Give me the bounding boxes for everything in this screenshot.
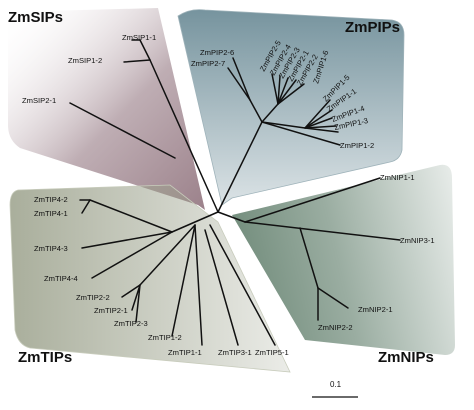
tip-clade-region: [9, 184, 291, 373]
tree-branches: [69, 39, 401, 346]
leaf-label: ZmPIP2-6: [200, 48, 234, 57]
leaf-label: ZmNIP2-2: [318, 323, 353, 332]
leaf-label: ZmTIP4-3: [34, 244, 68, 253]
leaf-label: ZmTIP2-1: [94, 306, 128, 315]
leaf-label: ZmNIP1-1: [380, 173, 415, 182]
leaf-label: ZmNIP2-1: [358, 305, 393, 314]
leaf-label: ZmTIP4-2: [34, 195, 68, 204]
group-label-tip: ZmTIPs: [18, 349, 72, 366]
leaf-label: ZmTIP4-4: [44, 274, 78, 283]
group-label-nip: ZmNIPs: [378, 349, 434, 366]
leaf-label: ZmNIP3-1: [400, 236, 435, 245]
pip-clade-region: [177, 9, 405, 206]
scale-bar-label: 0.1: [330, 380, 342, 389]
leaf-label: ZmTIP1-1: [168, 348, 202, 357]
leaf-label: ZmTIP3-1: [218, 348, 252, 357]
leaf-label: ZmTIP5-1: [255, 348, 289, 357]
leaf-label: ZmPIP2-7: [191, 59, 225, 68]
leaf-label: ZmPIP1-2: [340, 141, 374, 150]
group-label-pip: ZmPIPs: [345, 19, 400, 36]
group-label-sip: ZmSIPs: [8, 9, 63, 26]
leaf-label: ZmSIP1-2: [68, 56, 102, 65]
leaf-label: ZmSIP2-1: [22, 96, 56, 105]
nip-clade-region: [232, 164, 455, 355]
leaf-label: ZmTIP2-2: [76, 293, 110, 302]
leaf-label: ZmTIP2-3: [114, 319, 148, 328]
leaf-label: ZmTIP1-2: [148, 333, 182, 342]
sip-clade-region: [8, 8, 205, 210]
leaf-label: ZmTIP4-1: [34, 209, 68, 218]
leaf-label: ZmSIP1-1: [122, 33, 156, 42]
